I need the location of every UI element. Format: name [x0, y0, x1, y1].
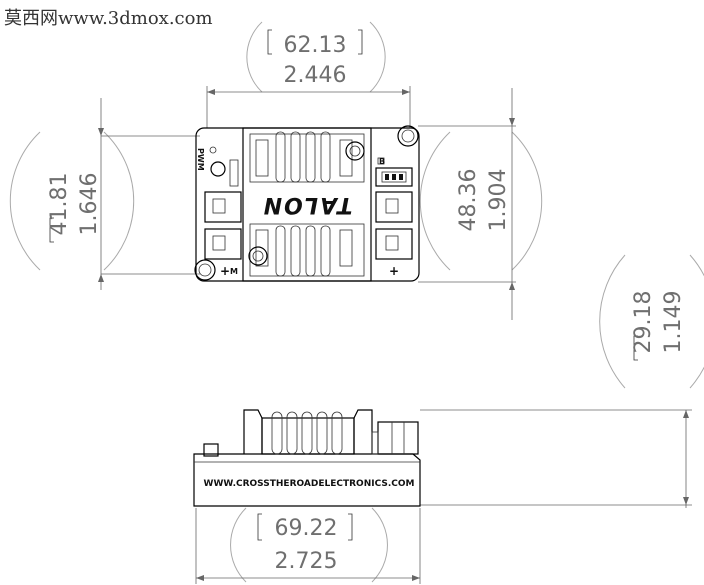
dim-left-height: 41.81 1.646	[9, 98, 200, 290]
dim-bottom-width: 69.22 2.725	[195, 507, 421, 584]
website-url: WWW.CROSSTHEROADELECTRONICS.COM	[204, 479, 415, 489]
brand-logo: TALON	[262, 192, 353, 217]
dim-top-width-mm: 62.13	[284, 33, 347, 58]
dim-side-height-mm: 29.18	[631, 291, 656, 354]
dim-right-height-in: 1.904	[486, 169, 511, 232]
pwm-label: PWM	[196, 148, 205, 171]
dim-bottom-width-in: 2.725	[275, 549, 338, 574]
side-view-device: WWW.CROSSTHEROADELECTRONICS.COM	[193, 409, 421, 507]
dim-bottom-width-mm: 69.22	[275, 516, 338, 541]
dim-right-height-mm: 48.36	[456, 169, 481, 232]
plus-label-left: +	[220, 264, 230, 278]
dim-left-height-in: 1.646	[77, 173, 102, 236]
watermark: 莫西网www.3dmox.com	[4, 8, 213, 29]
dim-top-width: 62.13 2.446	[206, 21, 411, 128]
dim-top-width-in: 2.446	[284, 63, 347, 88]
dim-side-height: 29.18 1.149	[420, 254, 704, 508]
top-view-device: TALON PWM + + M B	[194, 125, 420, 282]
dim-left-height-mm: 41.81	[47, 173, 72, 236]
plus-label: +	[389, 264, 399, 278]
dim-right-height: 48.36 1.904	[418, 88, 543, 320]
minus-label: M	[230, 267, 238, 276]
side-label: B	[379, 157, 385, 166]
dim-side-height-in: 1.149	[661, 291, 686, 354]
